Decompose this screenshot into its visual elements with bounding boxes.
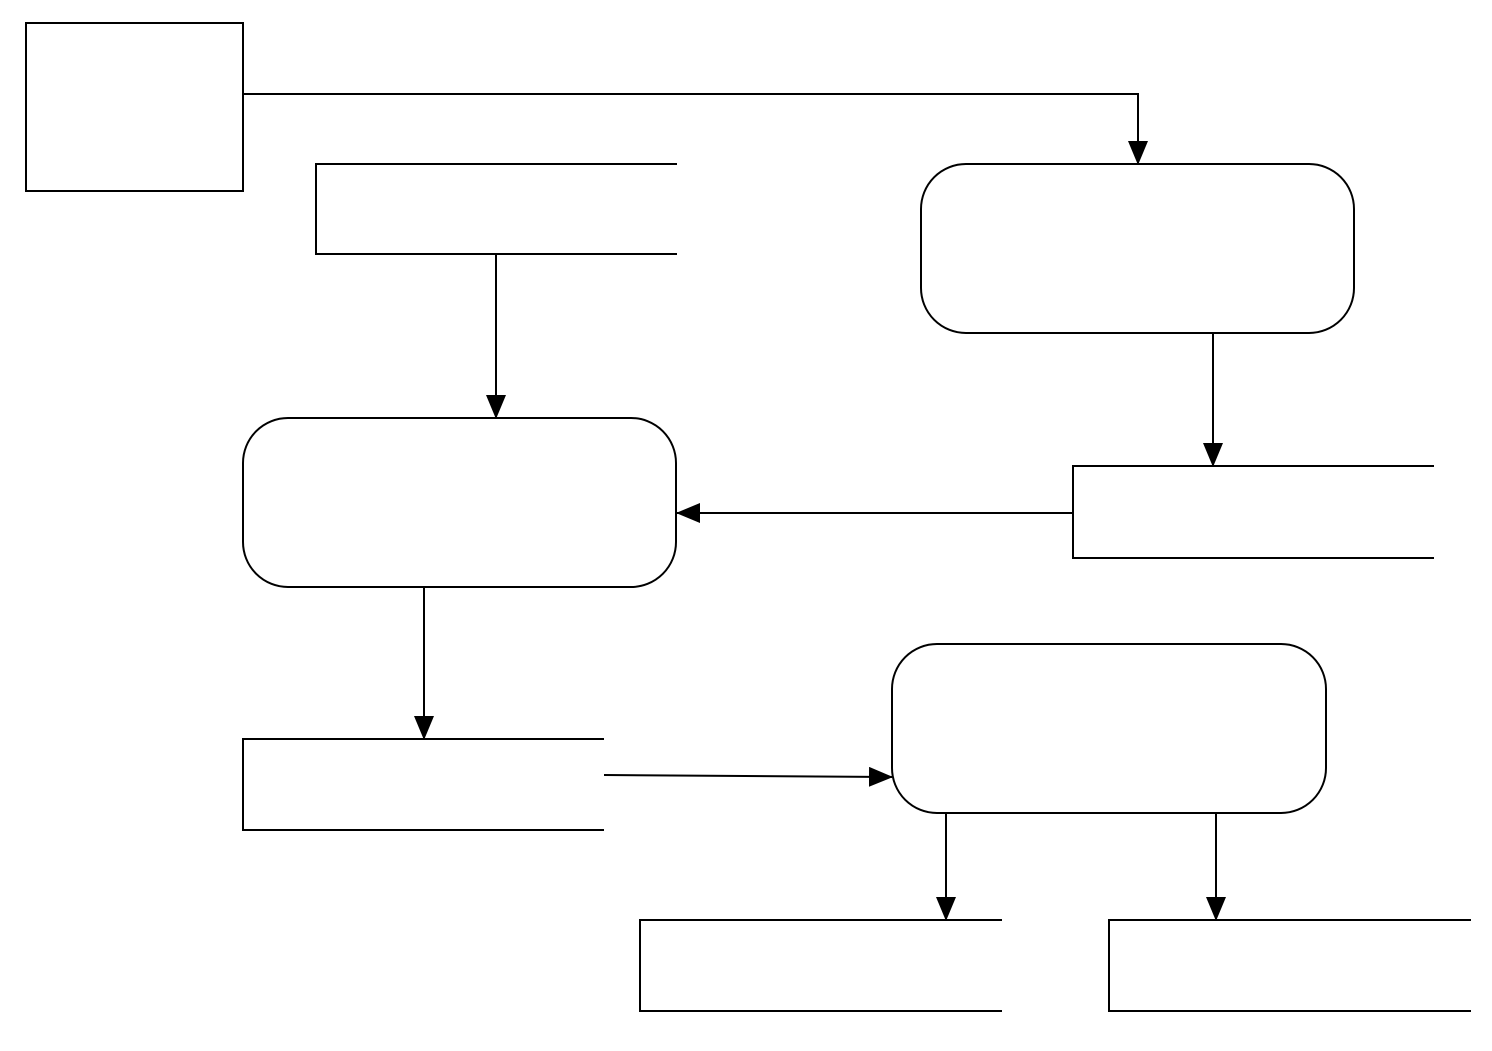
data-store-lower-left bbox=[242, 738, 604, 831]
flow-edges bbox=[243, 93, 1226, 921]
flow-arrow-entity-to-process-top-right bbox=[243, 93, 1148, 165]
data-store-bottom-left bbox=[639, 919, 1002, 1012]
process-middle-left-box bbox=[242, 417, 677, 588]
data-store-bottom-right bbox=[1108, 919, 1471, 1012]
process-lower-right-box bbox=[891, 643, 1327, 814]
external-entity-box bbox=[25, 22, 244, 192]
data-store-top-left bbox=[315, 163, 677, 255]
process-top-right-box bbox=[920, 163, 1355, 334]
flow-arrow-store-lower-left-to-process-lower-right bbox=[603, 766, 893, 787]
data-store-middle-right bbox=[1072, 465, 1434, 559]
